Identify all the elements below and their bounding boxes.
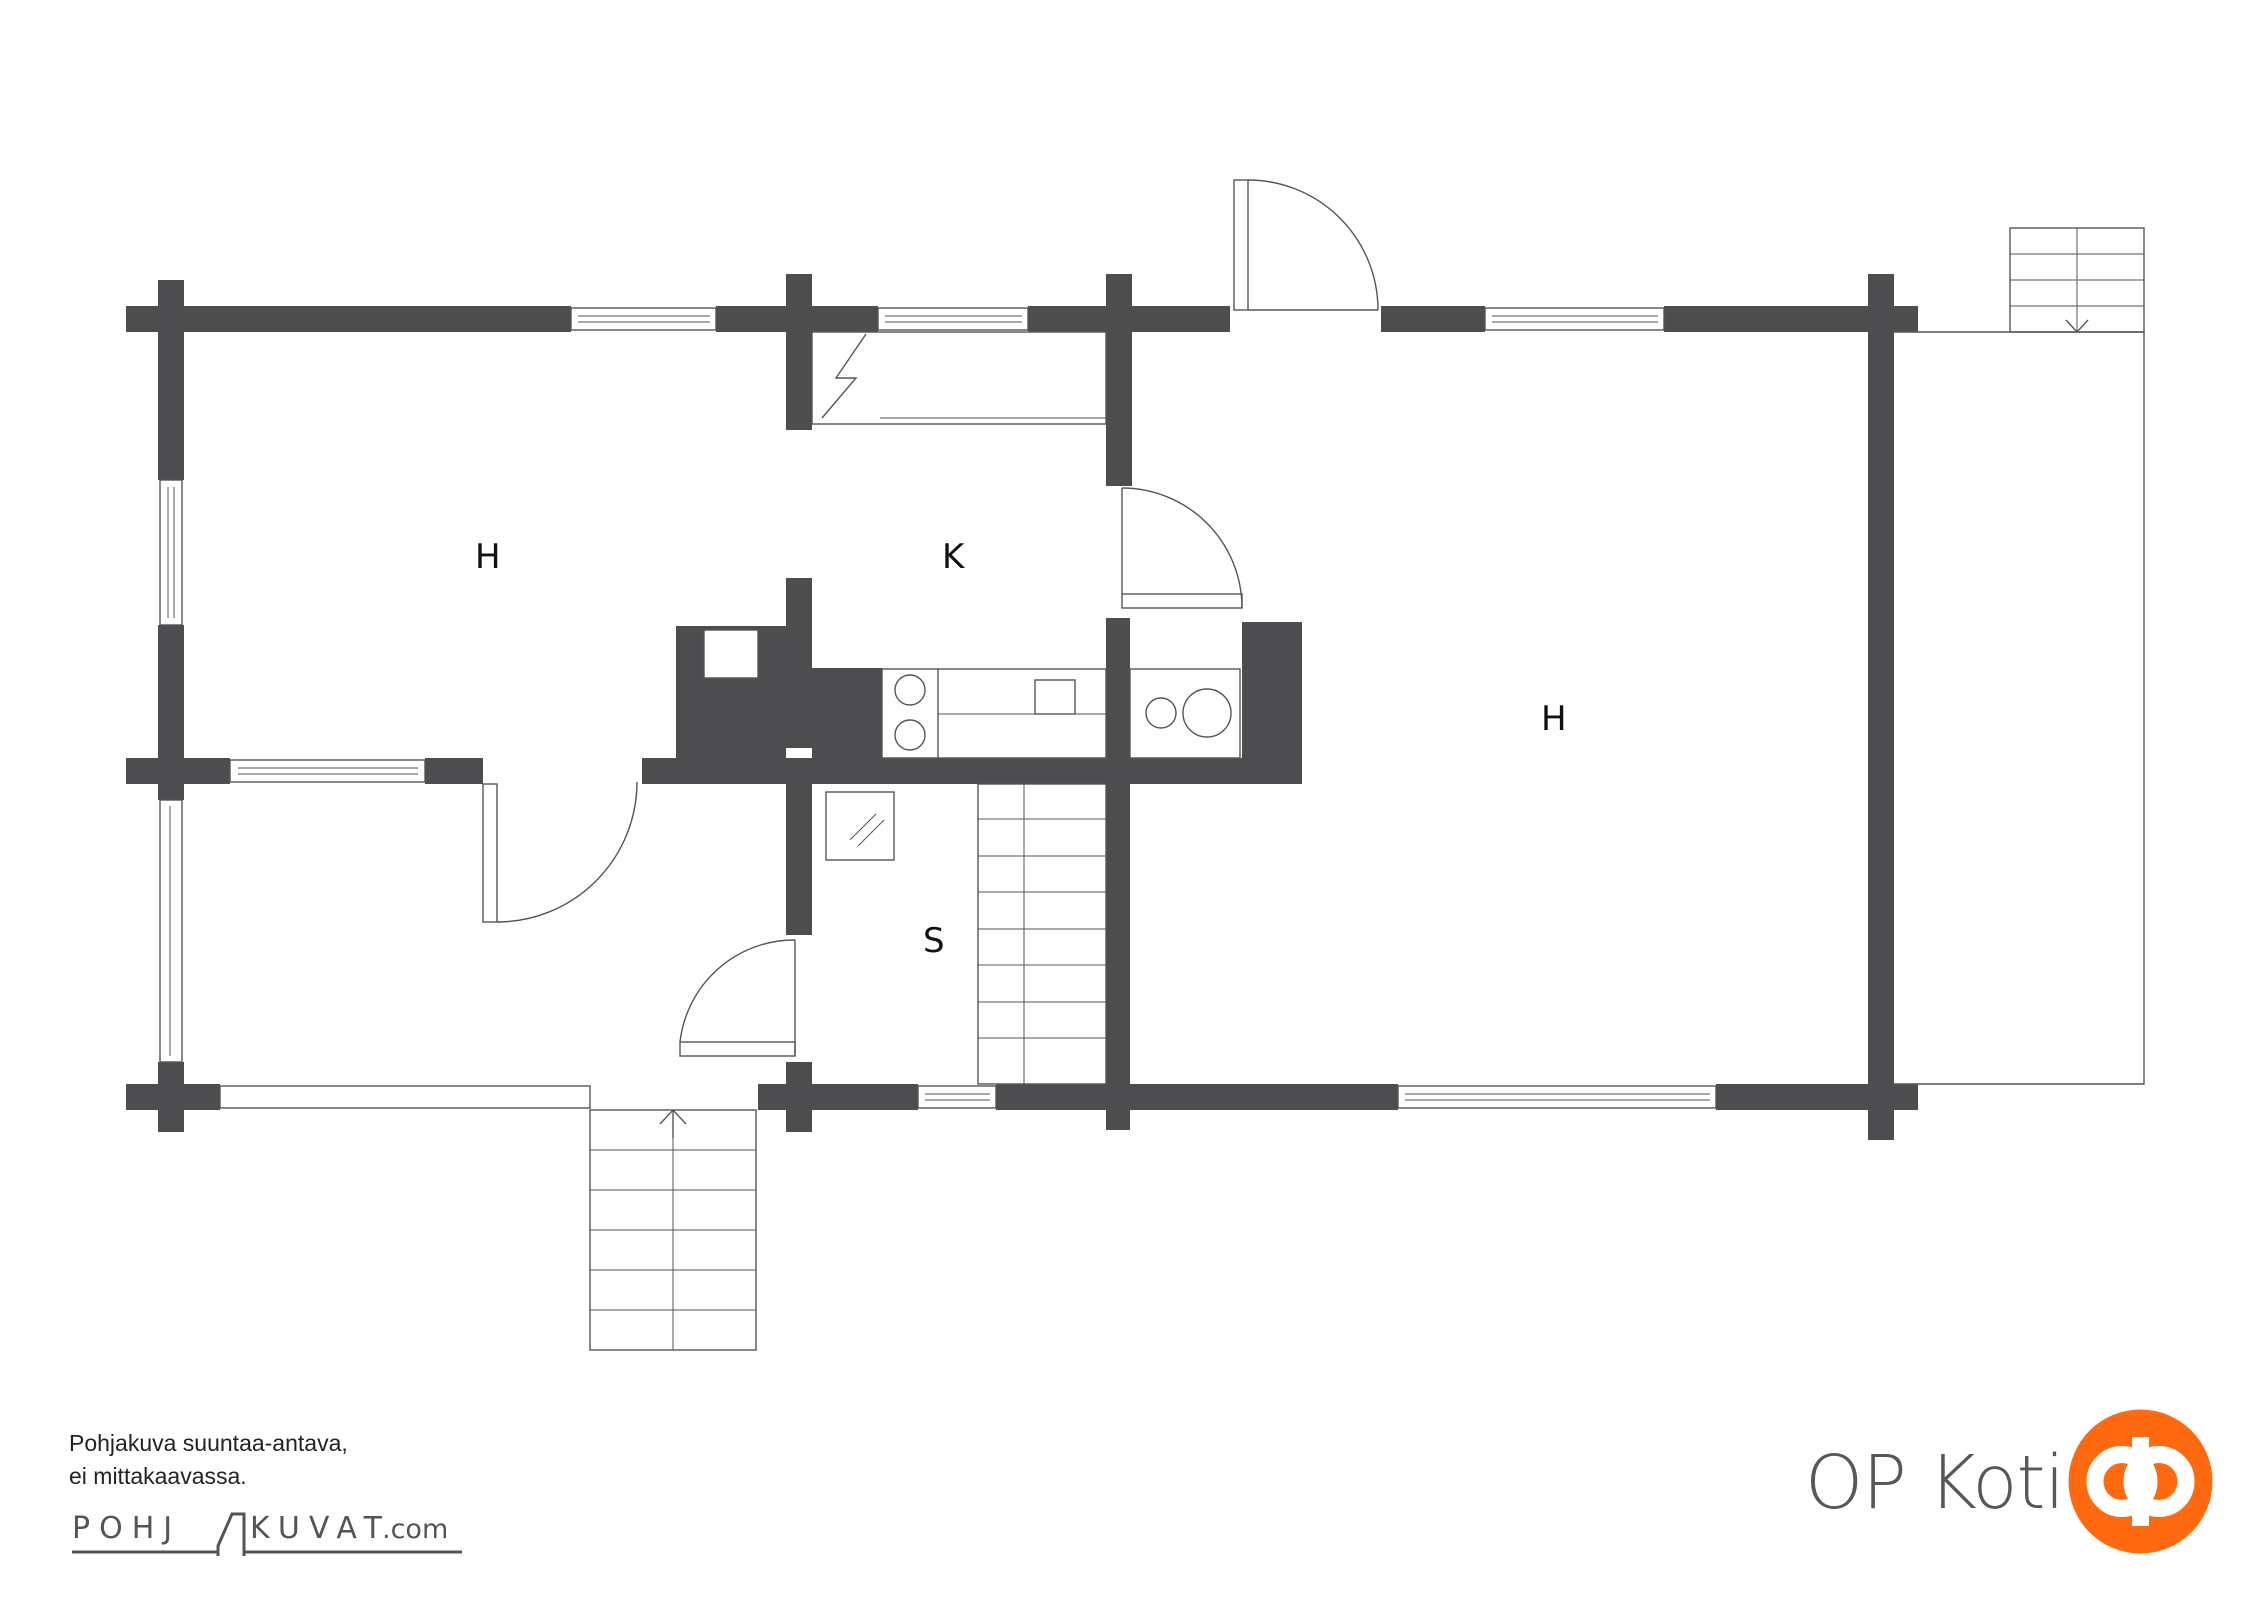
room-label-bedroom: H <box>1541 699 1567 739</box>
room-label-sauna: S <box>923 921 945 961</box>
pohjakuvat-logo: POHJ KUVAT .com <box>72 1511 462 1556</box>
disclaimer: Pohjakuva suuntaa-antava, ei mittakaavas… <box>69 1427 348 1493</box>
disclaimer-line-1: Pohjakuva suuntaa-antava, <box>69 1430 348 1456</box>
sauna-stove <box>825 791 895 861</box>
terrace <box>1894 227 2145 1085</box>
pohjakuvat-logo-part2: KUVAT <box>250 1511 391 1546</box>
entrance-steps <box>589 1108 757 1351</box>
op-koti-wordmark: OP Koti <box>1805 1440 2065 1526</box>
doors <box>482 179 1379 1057</box>
kitchen-fixtures <box>703 331 1241 759</box>
room-labels: H K H S <box>475 537 1567 961</box>
room-label-kitchen: K <box>942 537 966 577</box>
inner-stair <box>977 783 1107 1085</box>
pohjakuvat-logo-domain: .com <box>382 1514 448 1545</box>
pohjakuvat-logo-a-mark <box>216 1512 246 1556</box>
windows <box>159 307 1717 1109</box>
room-label-living: H <box>475 537 501 577</box>
disclaimer-line-2: ei mittakaavassa. <box>69 1463 247 1489</box>
op-logo-icon <box>2068 1409 2213 1554</box>
pohjakuvat-logo-part1: POHJ <box>72 1511 181 1546</box>
walls <box>126 274 1918 1140</box>
